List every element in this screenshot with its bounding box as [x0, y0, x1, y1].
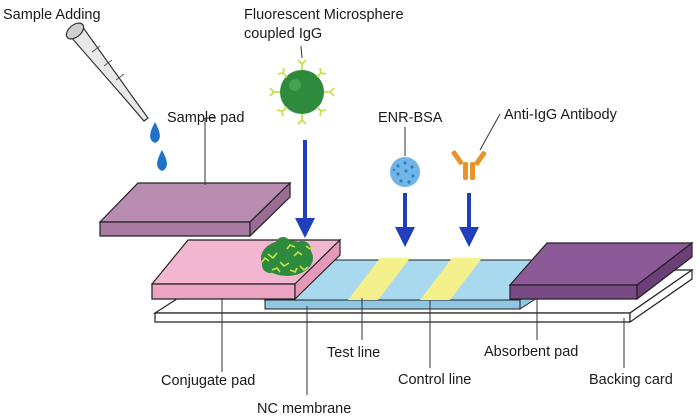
antibody-icon: [451, 150, 487, 180]
label-sample-pad: Sample pad: [167, 110, 244, 126]
label-anti-igg: Anti-IgG Antibody: [504, 107, 618, 123]
pipette-icon: [65, 22, 149, 122]
control-line-stripe: [420, 258, 482, 300]
droplet-icon: [150, 122, 160, 143]
label-nc-membrane: NC membrane: [257, 401, 351, 417]
label-sample-adding: Sample Adding: [3, 7, 101, 23]
leader-lines: [204, 45, 625, 395]
label-fluorescent-line2: coupled IgG: [244, 26, 322, 42]
label-enr-bsa: ENR-BSA: [378, 110, 443, 126]
label-conjugate-pad: Conjugate pad: [161, 373, 255, 389]
label-absorbent-pad: Absorbent pad: [484, 344, 578, 360]
label-test-line: Test line: [327, 345, 380, 361]
label-backing-card: Backing card: [589, 372, 673, 388]
label-fluorescent-line1: Fluorescent Microsphere: [244, 7, 404, 23]
microsphere-cluster: [261, 237, 315, 276]
droplet-icon: [157, 150, 167, 171]
absorbent-pad: [508, 241, 694, 301]
label-control-line: Control line: [398, 372, 471, 388]
test-line-stripe: [348, 258, 410, 300]
enr-bsa-icon: [390, 157, 420, 187]
sample-pad: [98, 181, 292, 238]
fluorescent-microsphere-icon: [269, 59, 335, 125]
